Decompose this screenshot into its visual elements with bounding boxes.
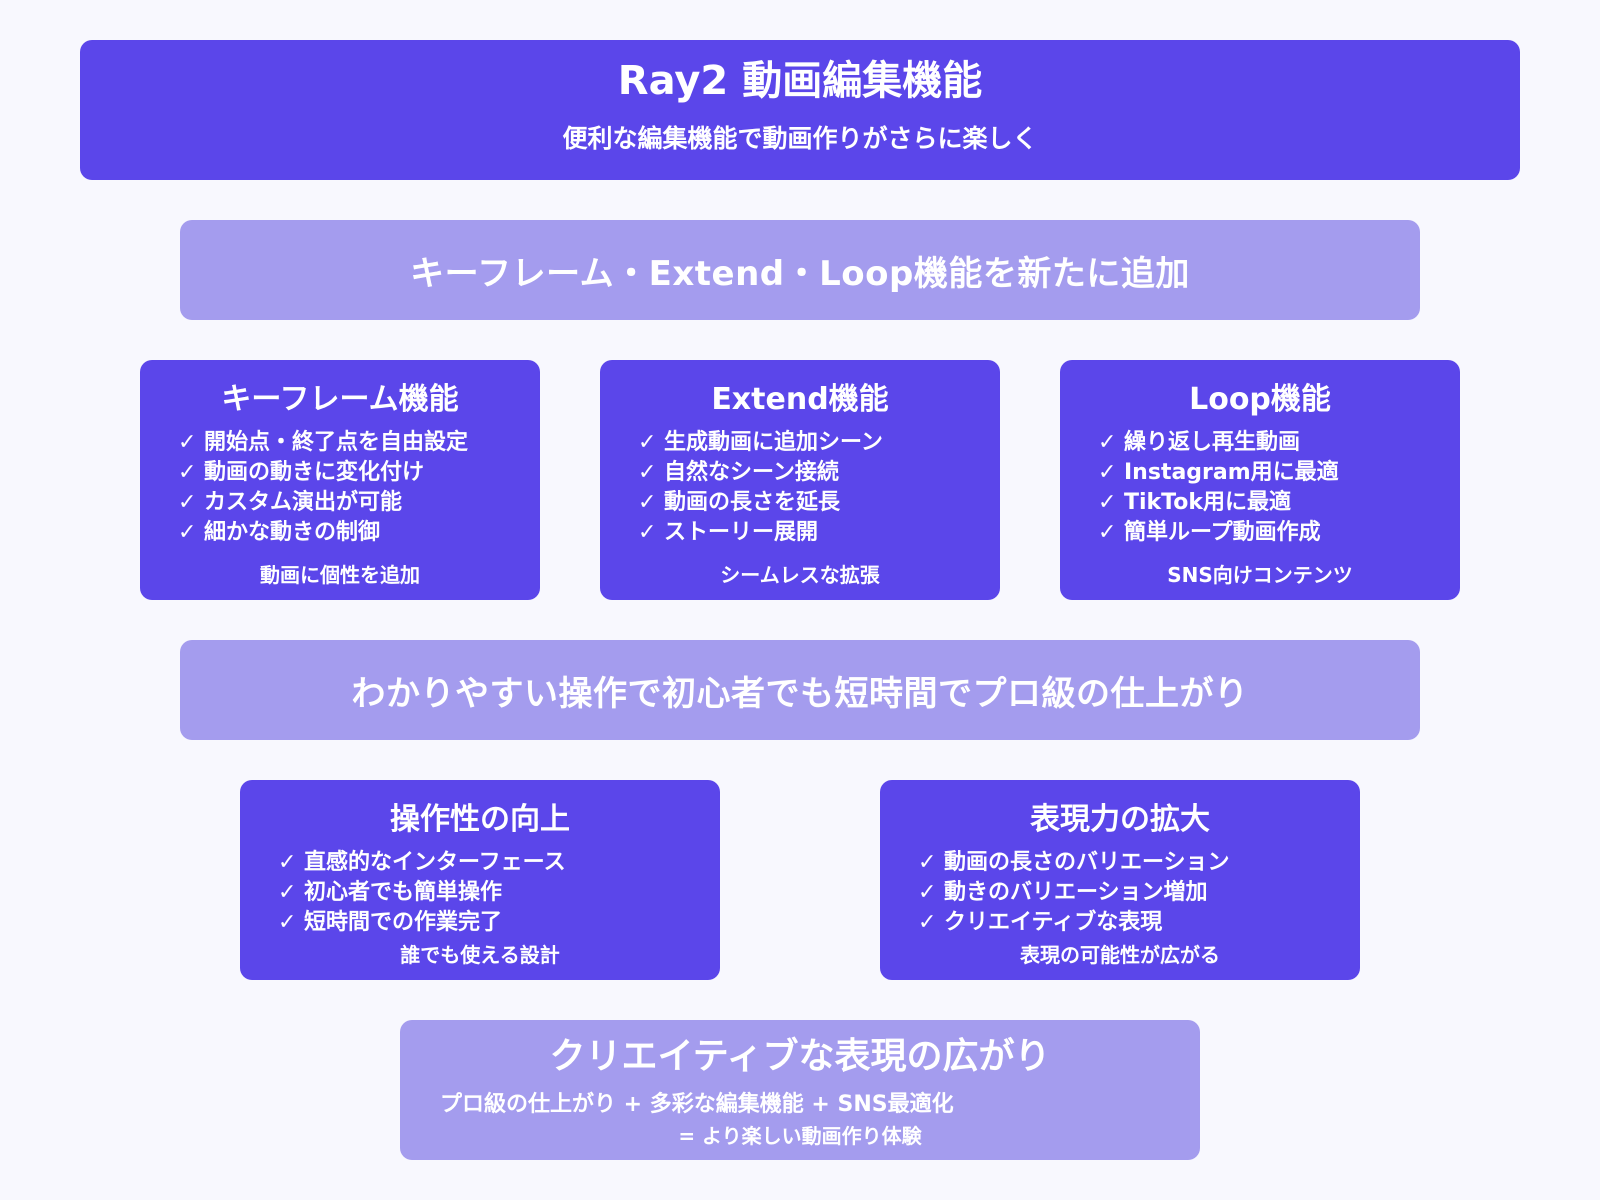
- check-icon: ✓: [178, 460, 197, 485]
- check-icon: ✓: [1098, 430, 1117, 455]
- list-item: ✓繰り返し再生動画: [1098, 428, 1339, 458]
- list-item: ✓動画の長さのバリエーション: [918, 848, 1230, 878]
- expression-list: ✓動画の長さのバリエーション ✓動きのバリエーション増加 ✓クリエイティブな表現: [918, 848, 1230, 938]
- check-icon: ✓: [178, 490, 197, 515]
- list-item: ✓開始点・終了点を自由設定: [178, 428, 468, 458]
- check-icon: ✓: [918, 880, 937, 905]
- list-item: ✓初心者でも簡単操作: [278, 878, 566, 908]
- list-item: ✓Instagram用に最適: [1098, 458, 1339, 488]
- list-item: ✓動画の動きに変化付け: [178, 458, 468, 488]
- ease-of-use-banner: わかりやすい操作で初心者でも短時間でプロ級の仕上がり: [180, 640, 1420, 740]
- list-item: ✓動きのバリエーション増加: [918, 878, 1230, 908]
- check-icon: ✓: [278, 880, 297, 905]
- expression-card: 表現力の拡大 ✓動画の長さのバリエーション ✓動きのバリエーション増加 ✓クリエ…: [880, 780, 1360, 980]
- list-item: ✓簡単ループ動画作成: [1098, 518, 1339, 548]
- extend-card-footer: シームレスな拡張: [720, 563, 880, 587]
- list-item: ✓自然なシーン接続: [638, 458, 883, 488]
- keyframe-feature-card: キーフレーム機能 ✓開始点・終了点を自由設定 ✓動画の動きに変化付け ✓カスタム…: [140, 360, 540, 600]
- check-icon: ✓: [178, 430, 197, 455]
- extend-feature-list: ✓生成動画に追加シーン ✓自然なシーン接続 ✓動画の長さを延長 ✓ストーリー展開: [638, 428, 883, 548]
- list-item: ✓クリエイティブな表現: [918, 908, 1230, 938]
- new-features-banner: キーフレーム・Extend・Loop機能を新たに追加: [180, 220, 1420, 320]
- loop-card-title: Loop機能: [1189, 382, 1331, 417]
- extend-card-title: Extend機能: [711, 382, 889, 417]
- header-box: Ray2 動画編集機能 便利な編集機能で動画作りがさらに楽しく: [80, 40, 1520, 180]
- keyframe-card-title: キーフレーム機能: [221, 382, 459, 417]
- check-icon: ✓: [278, 910, 297, 935]
- keyframe-feature-list: ✓開始点・終了点を自由設定 ✓動画の動きに変化付け ✓カスタム演出が可能 ✓細か…: [178, 428, 468, 548]
- check-icon: ✓: [278, 850, 297, 875]
- extend-feature-card: Extend機能 ✓生成動画に追加シーン ✓自然なシーン接続 ✓動画の長さを延長…: [600, 360, 1000, 600]
- operability-card: 操作性の向上 ✓直感的なインターフェース ✓初心者でも簡単操作 ✓短時間での作業…: [240, 780, 720, 980]
- check-icon: ✓: [918, 910, 937, 935]
- loop-feature-list: ✓繰り返し再生動画 ✓Instagram用に最適 ✓TikTok用に最適 ✓簡単…: [1098, 428, 1339, 548]
- keyframe-card-footer: 動画に個性を追加: [260, 563, 420, 587]
- check-icon: ✓: [178, 520, 197, 545]
- check-icon: ✓: [1098, 520, 1117, 545]
- page-title: Ray2 動画編集機能: [617, 58, 983, 104]
- list-item: ✓生成動画に追加シーン: [638, 428, 883, 458]
- list-item: ✓直感的なインターフェース: [278, 848, 566, 878]
- operability-card-title: 操作性の向上: [390, 802, 570, 837]
- summary-formula: プロ級の仕上がり + 多彩な編集機能 + SNS最適化: [440, 1092, 954, 1117]
- operability-card-footer: 誰でも使える設計: [400, 943, 560, 967]
- check-icon: ✓: [1098, 490, 1117, 515]
- list-item: ✓ストーリー展開: [638, 518, 883, 548]
- operability-list: ✓直感的なインターフェース ✓初心者でも簡単操作 ✓短時間での作業完了: [278, 848, 566, 938]
- expression-card-title: 表現力の拡大: [1030, 802, 1210, 837]
- summary-box: クリエイティブな表現の広がり プロ級の仕上がり + 多彩な編集機能 + SNS最…: [400, 1020, 1200, 1160]
- list-item: ✓細かな動きの制御: [178, 518, 468, 548]
- loop-card-footer: SNS向けコンテンツ: [1167, 563, 1353, 587]
- loop-feature-card: Loop機能 ✓繰り返し再生動画 ✓Instagram用に最適 ✓TikTok用…: [1060, 360, 1460, 600]
- page-subtitle: 便利な編集機能で動画作りがさらに楽しく: [562, 124, 1038, 153]
- list-item: ✓カスタム演出が可能: [178, 488, 468, 518]
- expression-card-footer: 表現の可能性が広がる: [1020, 943, 1220, 967]
- list-item: ✓短時間での作業完了: [278, 908, 566, 938]
- check-icon: ✓: [1098, 460, 1117, 485]
- check-icon: ✓: [918, 850, 937, 875]
- check-icon: ✓: [638, 490, 657, 515]
- list-item: ✓動画の長さを延長: [638, 488, 883, 518]
- summary-result: = より楽しい動画作り体験: [678, 1124, 922, 1148]
- check-icon: ✓: [638, 520, 657, 545]
- check-icon: ✓: [638, 460, 657, 485]
- summary-title: クリエイティブな表現の広がり: [549, 1036, 1051, 1077]
- list-item: ✓TikTok用に最適: [1098, 488, 1339, 518]
- check-icon: ✓: [638, 430, 657, 455]
